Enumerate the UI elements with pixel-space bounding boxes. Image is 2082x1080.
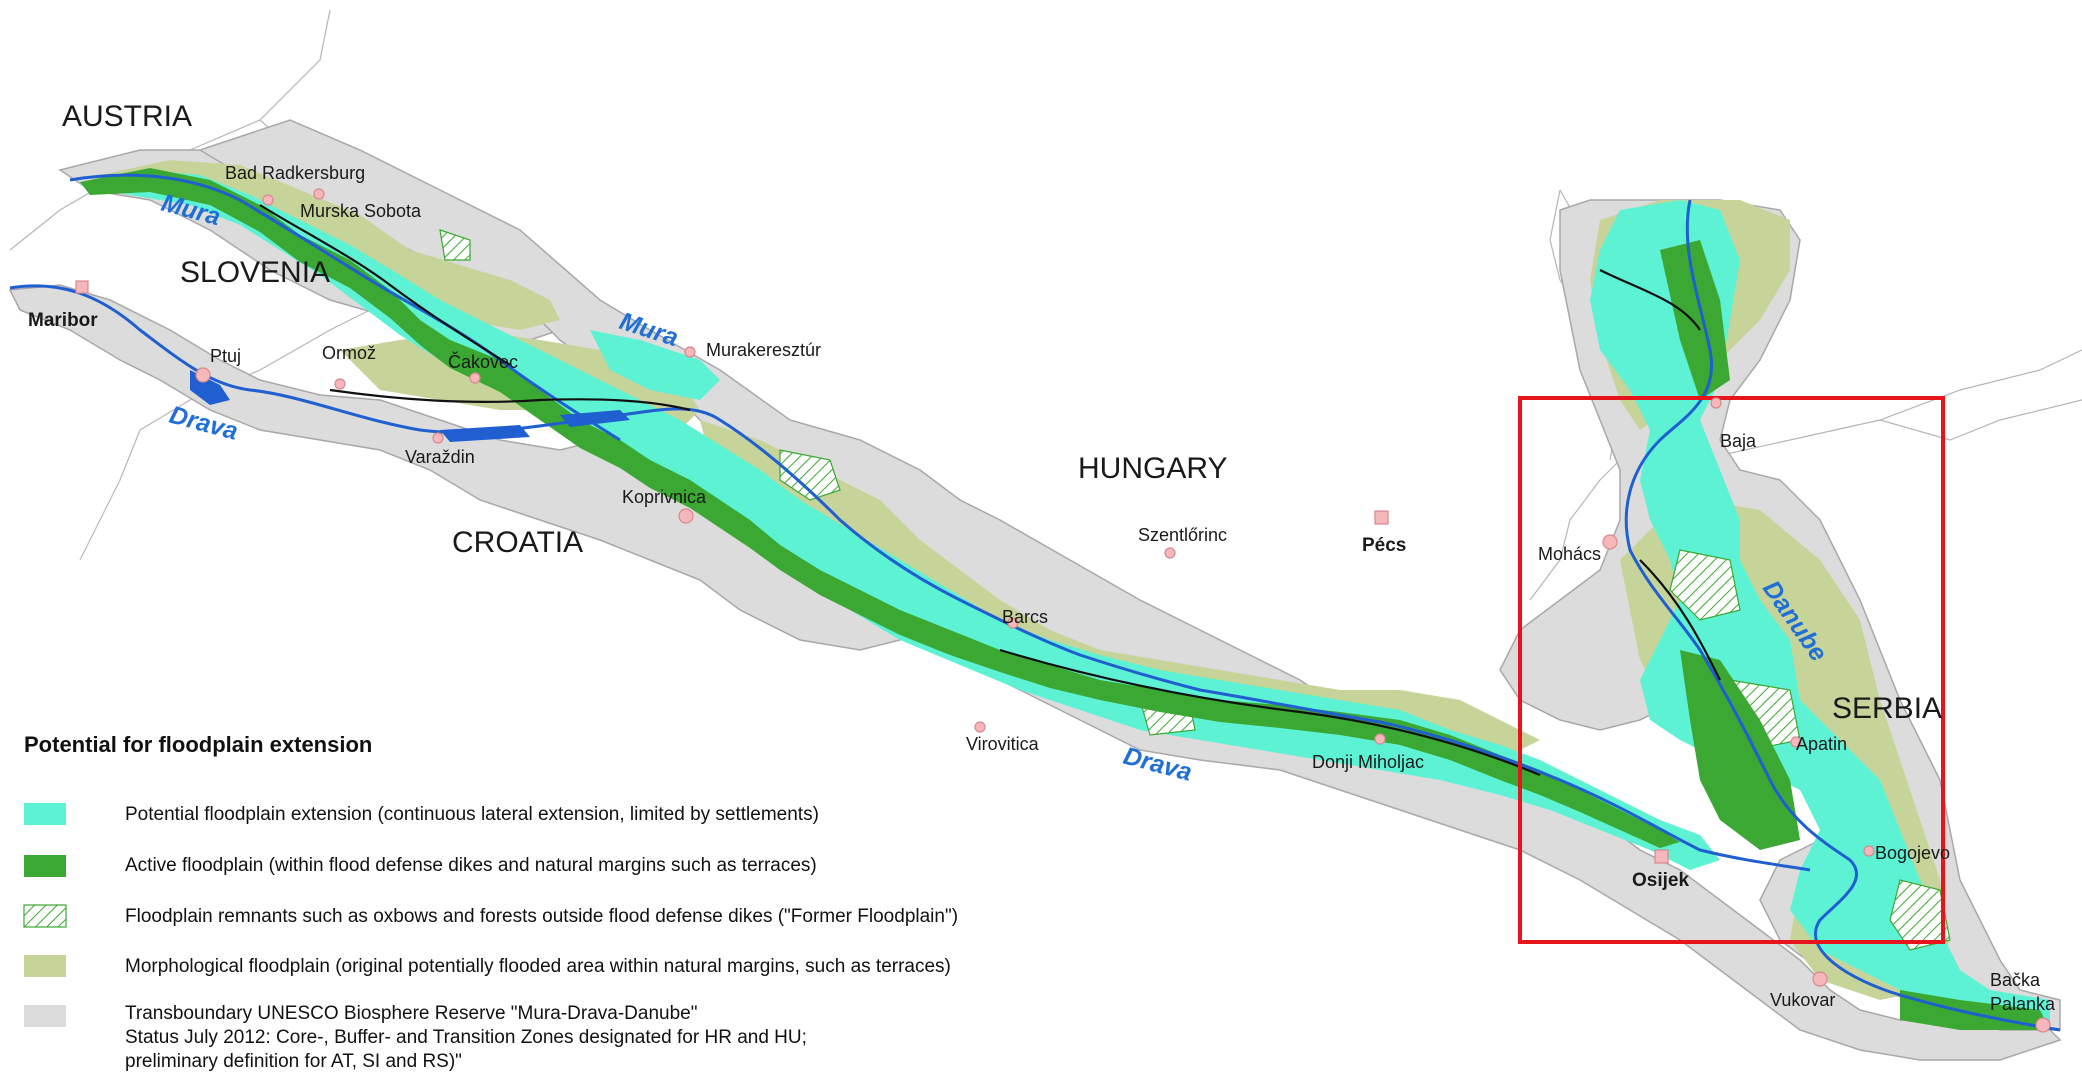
legend-item-potential: Potential floodplain extension (continuo… [125,804,819,825]
label-maribor: Maribor [28,310,98,331]
label-bogojevo: Bogojevo [1875,843,1950,863]
label-austria: AUSTRIA [62,100,192,133]
label-backa-2: Palanka [1990,994,2056,1014]
legend: Potential for floodplain extension Poten… [23,732,958,1072]
town-markers [75,188,2051,1033]
label-murakeresztur: Murakeresztúr [706,340,821,360]
legend-swatch-active [24,855,66,877]
label-osijek: Osijek [1632,870,1689,891]
danube-river [1624,199,2061,1032]
legend-swatch-potential [24,803,66,825]
legend-item-reserve: Transboundary UNESCO Biosphere Reserve "… [125,1003,697,1024]
legend-swatch-remnants [23,904,67,928]
legend-item-active: Active floodplain (within flood defense … [125,855,817,876]
label-cakovec: Čakovec [448,351,518,372]
legend-swatch-reserve [24,1005,66,1027]
label-varazdin: Varaždin [405,447,475,467]
country-labels: AUSTRIA SLOVENIA CROATIA HUNGARY SERBIA [62,100,1942,725]
label-mohacs: Mohács [1538,544,1601,564]
legend-swatch-morphological [24,955,66,977]
label-apatin: Apatin [1796,734,1847,754]
legend-item-morphological: Morphological floodplain (original poten… [125,956,951,977]
label-koprivnica: Koprivnica [622,487,707,507]
legend-title: Potential for floodplain extension [24,732,372,757]
legend-item-remnants: Floodplain remnants such as oxbows and f… [125,906,958,927]
mura-river [69,173,621,442]
label-donji-miholjac: Donji Miholjac [1312,752,1424,772]
town-labels: Bad Radkersburg Murska Sobota Maribor Pt… [28,163,2056,1014]
label-croatia: CROATIA [452,526,583,559]
label-ptuj: Ptuj [210,346,241,366]
label-murska-sobota: Murska Sobota [300,201,422,221]
label-pecs: Pécs [1362,535,1406,556]
label-baja: Baja [1720,431,1757,451]
label-ormoz: Ormož [322,343,376,363]
label-hungary: HUNGARY [1078,452,1227,485]
potential-floodplain-extension [80,170,2050,1030]
flood-defense-dikes [259,204,1721,777]
label-virovitica: Virovitica [966,734,1040,754]
label-serbia: SERBIA [1832,692,1942,725]
label-bad-radkersburg: Bad Radkersburg [225,163,365,183]
label-barcs: Barcs [1002,607,1048,627]
legend-item-reserve-line2: Status July 2012: Core-, Buffer- and Tra… [125,1027,807,1048]
label-szentlorinc: Szentlőrinc [1138,525,1227,545]
legend-item-reserve-line3: preliminary definition for AT, SI and RS… [125,1051,462,1072]
label-vukovar: Vukovar [1770,990,1835,1010]
label-backa-1: Bačka [1990,970,2041,990]
label-slovenia: SLOVENIA [180,256,330,289]
focus-area-box [1518,396,1945,944]
